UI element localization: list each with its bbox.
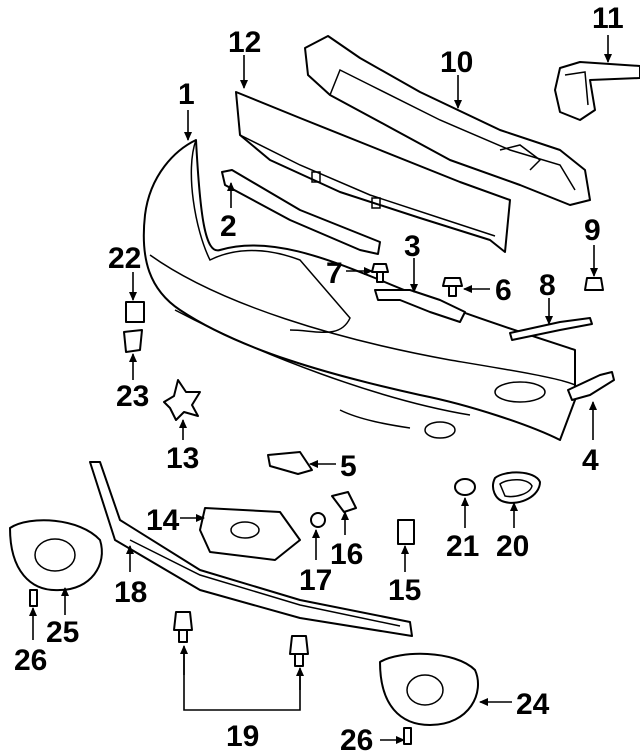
fastener-6-part bbox=[442, 277, 463, 297]
callout-5: 5 bbox=[340, 450, 357, 483]
callout-3: 3 bbox=[404, 230, 421, 263]
bracket-5-part bbox=[267, 451, 313, 475]
callout-26-left: 26 bbox=[14, 644, 47, 677]
callout-26-right: 26 bbox=[340, 724, 373, 754]
callout-11: 11 bbox=[592, 2, 624, 35]
leader-lines bbox=[29, 35, 612, 744]
callout-14: 14 bbox=[146, 504, 180, 537]
clip-23-part bbox=[123, 329, 143, 353]
callout-10: 10 bbox=[440, 46, 473, 79]
push-pin-right-part bbox=[289, 635, 309, 667]
callout-23: 23 bbox=[116, 380, 149, 413]
clip-17-part bbox=[310, 512, 326, 528]
callout-1: 1 bbox=[178, 78, 195, 111]
callout-25: 25 bbox=[46, 616, 79, 649]
callout-22: 22 bbox=[108, 242, 141, 275]
nut-9-part bbox=[584, 277, 604, 291]
license-bracket-part bbox=[199, 507, 301, 561]
bracket-part bbox=[554, 61, 640, 121]
callout-17: 17 bbox=[299, 564, 332, 597]
callout-6: 6 bbox=[495, 274, 512, 307]
bumper-cover-part bbox=[142, 139, 576, 441]
emblem-part bbox=[163, 379, 201, 421]
callout-15: 15 bbox=[388, 574, 421, 607]
energy-absorber-part bbox=[235, 91, 511, 253]
callout-13: 13 bbox=[166, 442, 199, 475]
callout-19: 19 bbox=[226, 720, 259, 753]
callout-16: 16 bbox=[330, 538, 363, 571]
callout-21: 21 bbox=[446, 530, 479, 563]
push-pin-left-part bbox=[173, 611, 193, 643]
retainer-strip-part bbox=[221, 169, 381, 255]
callout-20: 20 bbox=[496, 530, 529, 563]
impact-bar-part bbox=[304, 35, 591, 206]
callout-18: 18 bbox=[114, 576, 147, 609]
screw-26b-part bbox=[403, 727, 412, 745]
clip-15-part bbox=[397, 519, 415, 545]
callout-8: 8 bbox=[539, 269, 556, 302]
callout-12: 12 bbox=[228, 26, 261, 59]
callout-24: 24 bbox=[516, 688, 550, 721]
bracket-4-part bbox=[567, 371, 615, 401]
cap-21-part bbox=[454, 478, 476, 496]
callout-4: 4 bbox=[582, 444, 599, 477]
callout-9: 9 bbox=[584, 214, 601, 247]
molding-part bbox=[509, 317, 593, 341]
fog-lamp-right-part bbox=[379, 652, 479, 726]
clip-22-part bbox=[125, 301, 145, 323]
screw-26a-part bbox=[29, 589, 38, 607]
bracket-3-part bbox=[374, 289, 466, 323]
callout-7: 7 bbox=[326, 257, 343, 290]
lower-deflector-part bbox=[89, 461, 413, 637]
clip-16-part bbox=[331, 491, 357, 513]
fog-lamp-left-part bbox=[9, 519, 103, 592]
fog-bezel-20-part bbox=[492, 471, 541, 504]
callout-2: 2 bbox=[220, 210, 237, 243]
